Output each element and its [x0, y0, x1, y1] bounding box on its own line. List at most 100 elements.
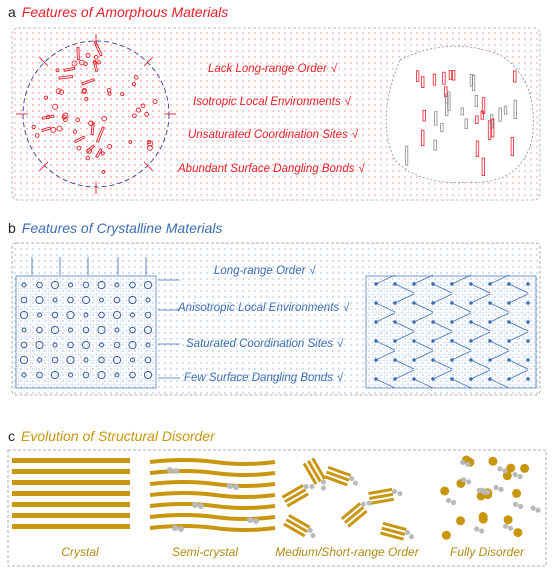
rod [440, 123, 444, 132]
atom [409, 534, 415, 540]
rod [481, 97, 486, 114]
dangling-bond [143, 161, 153, 171]
atom [192, 502, 198, 508]
atom [114, 327, 120, 333]
atom [85, 155, 90, 161]
atom [512, 472, 518, 478]
rod [487, 120, 492, 140]
disordered-atom [503, 515, 513, 525]
atom [114, 372, 120, 378]
atom [19, 355, 29, 365]
atom [167, 467, 173, 473]
rod [93, 40, 103, 57]
rod [475, 140, 480, 157]
atom [144, 111, 149, 117]
atom [143, 280, 153, 290]
atom [309, 484, 315, 490]
rod [76, 46, 80, 61]
rod [510, 136, 515, 156]
atom [247, 517, 253, 523]
atom [83, 312, 89, 318]
atom [61, 114, 67, 120]
atom [129, 326, 136, 334]
cluster-layer [286, 492, 309, 508]
atom [81, 87, 87, 93]
feature-text: Abundant Surface Dangling Bonds [178, 163, 355, 175]
atom [526, 358, 530, 362]
atom [391, 489, 397, 495]
atom [132, 113, 137, 119]
atom [120, 91, 125, 97]
rod [63, 66, 76, 72]
disordered-atom [506, 463, 516, 473]
atom [253, 518, 259, 524]
bond [508, 321, 529, 332]
rod [471, 74, 476, 92]
atom [130, 312, 135, 318]
disorder-panel [7, 449, 547, 567]
dangling-bond [39, 57, 49, 67]
atom [62, 112, 69, 119]
bond [413, 350, 434, 361]
crystal-layer [12, 513, 130, 518]
atom [133, 75, 139, 80]
atom [508, 525, 514, 531]
atom [227, 483, 233, 489]
atom [50, 280, 60, 290]
cluster-layer [381, 526, 406, 536]
section-a-heading: Features of Amorphous Materials [21, 4, 229, 20]
atom [498, 486, 504, 493]
bond [432, 331, 453, 342]
bond [432, 293, 453, 304]
disordered-atom [502, 471, 512, 481]
atom [67, 296, 74, 304]
atom [178, 526, 184, 532]
feature-text: Unsaturated Coordination Sites [188, 129, 348, 141]
atom [36, 326, 43, 334]
cluster-layer [324, 475, 348, 487]
dangling-bond [39, 161, 49, 171]
crystalline-feature-4: Few Surface Dangling Bonds√ [184, 372, 343, 384]
bond [394, 283, 415, 294]
amorphous-feature-1: Lack Long-range Order√ [208, 63, 337, 75]
atom [513, 501, 519, 507]
atom [58, 89, 65, 95]
atom [52, 342, 58, 348]
section-b-heading: Features of Crystalline Materials [21, 220, 223, 236]
atom [397, 491, 403, 497]
atom [526, 301, 530, 305]
cluster-layer [284, 488, 307, 503]
amorphous-feature-3: Unsaturated Coordination Sites√ [188, 129, 358, 141]
atom [131, 82, 137, 87]
cluster-layer [288, 513, 311, 529]
amorphous-cluster-left [16, 34, 176, 194]
caption-fully-disorder: Fully Disorder [449, 545, 524, 559]
bond [489, 378, 510, 389]
atom [107, 143, 113, 150]
bond [451, 312, 472, 323]
atom [526, 282, 530, 286]
atom [535, 507, 541, 513]
crystal-layer [12, 502, 130, 507]
atom [82, 371, 90, 379]
bond [375, 350, 396, 361]
cluster-layer [369, 497, 395, 505]
ordered-cluster [380, 521, 415, 541]
rod [447, 91, 451, 111]
atom [35, 295, 44, 305]
atom [83, 357, 89, 363]
atom [128, 295, 137, 305]
check-mark-icon: √ [330, 63, 338, 75]
bond [394, 293, 415, 304]
ordered-cluster [340, 500, 372, 528]
bond [375, 312, 396, 323]
bond [489, 312, 510, 323]
bond [451, 378, 472, 389]
atom [526, 339, 530, 343]
atom [106, 87, 112, 93]
atom [321, 479, 327, 485]
cluster-layer [340, 502, 362, 521]
crystal-layer [12, 458, 130, 463]
rod [422, 109, 426, 122]
caption-semi-crystal: Semi-crystal [171, 545, 238, 559]
